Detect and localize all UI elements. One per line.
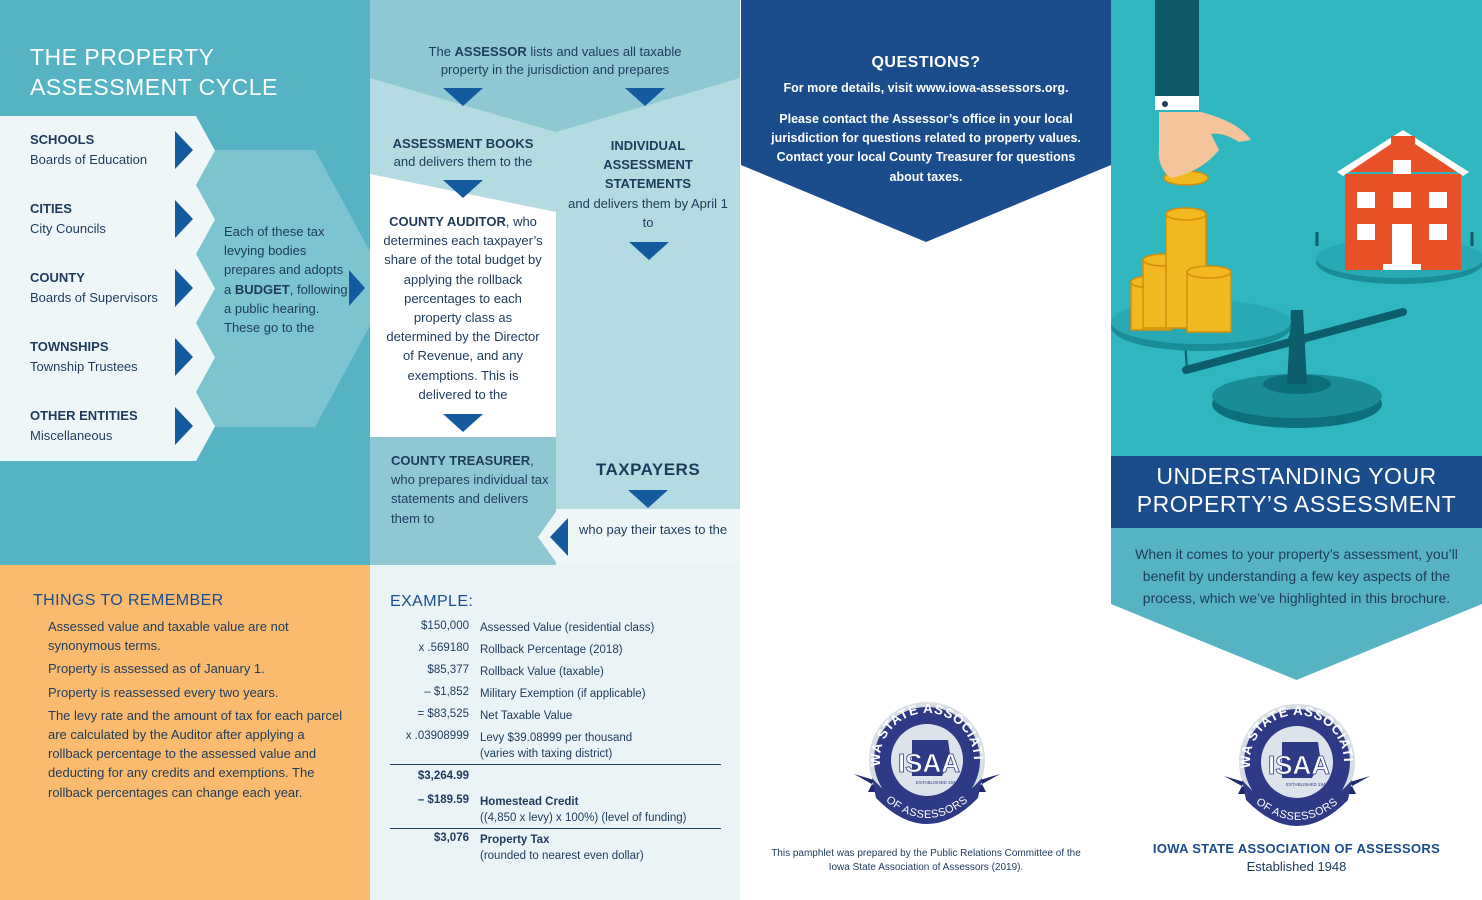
county-treasurer-text: COUNTY TREASURER, who prepares individua… xyxy=(391,453,549,526)
county-auditor-box xyxy=(370,174,556,437)
organization-established: Established 1948 xyxy=(1246,859,1347,874)
questions-contact: Please contact the Assessor’s office in … xyxy=(771,112,1081,184)
isaa-logo: IOWA STATE ASSOCIATION ISAA ESTABLISHED … xyxy=(1222,702,1370,826)
budget-text: Each of these tax levying bodies prepare… xyxy=(224,224,348,336)
svg-text:ISAA: ISAA xyxy=(898,748,960,778)
things-to-remember-list: Assessed value and taxable value are not… xyxy=(48,617,348,806)
pamphlet-credit: This pamphlet was prepared by the Public… xyxy=(771,848,1081,873)
scale-house-coins-illustration xyxy=(1111,0,1482,428)
organization-name: IOWA STATE ASSOCIATION OF ASSESSORS xyxy=(1152,841,1441,856)
entity-schools: SCHOOLS Boards of Education xyxy=(0,116,215,185)
example-amount: x .03908999 xyxy=(405,730,469,742)
svg-text:ESTABLISHED 1948: ESTABLISHED 1948 xyxy=(1286,782,1328,787)
cover-intro: When it comes to your property’s assessm… xyxy=(1135,546,1458,606)
entity-body: Boards of Supervisors xyxy=(30,290,158,305)
example-amount: – $189.59 xyxy=(417,794,469,806)
cycle-title: THE PROPERTY ASSESSMENT CYCLE xyxy=(30,44,278,100)
entity-name: OTHER ENTITIES xyxy=(30,408,138,423)
example-amount: – $1,852 xyxy=(424,686,469,698)
entity-body: City Councils xyxy=(30,221,106,236)
entity-name: SCHOOLS xyxy=(30,132,95,147)
example-description: Military Exemption (if applicable) xyxy=(480,688,646,700)
entity-other: OTHER ENTITIES Miscellaneous xyxy=(0,392,215,461)
example-panel xyxy=(370,565,740,900)
list-item: Property is assessed as of January 1. xyxy=(48,661,265,677)
county-auditor-text: COUNTY AUDITOR, who determines each taxp… xyxy=(383,214,543,402)
example-description: Levy $39.08999 per thousand(varies with … xyxy=(480,732,633,760)
example-description: Property Tax(rounded to nearest even dol… xyxy=(480,834,644,862)
example-amount: = $83,525 xyxy=(417,708,469,720)
example-description: Homestead Credit((4,850 x levy) x 100%) … xyxy=(480,796,687,824)
example-description: Assessed Value (residential class) xyxy=(480,622,655,634)
entity-townships: TOWNSHIPS Township Trustees xyxy=(0,323,215,392)
entity-cities: CITIES City Councils xyxy=(0,185,215,254)
questions-details: For more details, visit www.iowa-assesso… xyxy=(783,81,1069,95)
entity-body: Township Trustees xyxy=(30,359,138,374)
example-description: Rollback Value (taxable) xyxy=(480,666,604,678)
things-to-remember-panel xyxy=(0,565,370,900)
example-total-amount: $3,076 xyxy=(433,832,469,844)
cover-title: UNDERSTANDING YOUR PROPERTY’S ASSESSMENT xyxy=(1136,463,1457,517)
svg-text:ESTABLISHED 1948: ESTABLISHED 1948 xyxy=(916,780,958,785)
cover-title-band xyxy=(1111,456,1482,528)
divider xyxy=(390,828,721,829)
entity-body: Miscellaneous xyxy=(30,428,113,443)
assessment-books-body: and delivers them to the xyxy=(393,154,533,169)
entity-name: CITIES xyxy=(30,201,72,216)
example-subtotal: $3,264.99 xyxy=(417,770,469,782)
divider xyxy=(390,764,721,765)
entity-name: TOWNSHIPS xyxy=(30,339,109,354)
taxpayers-label: TAXPAYERS xyxy=(595,460,701,479)
example-amount: x .569180 xyxy=(418,642,469,654)
example-title: EXAMPLE: xyxy=(390,593,474,610)
pay-taxes-box xyxy=(556,509,740,565)
example-description: Rollback Percentage (2018) xyxy=(480,644,623,656)
questions-title: QUESTIONS? xyxy=(871,54,981,71)
entity-name: COUNTY xyxy=(30,270,85,285)
assessment-statements-column xyxy=(556,97,740,437)
list-item: Assessed value and taxable value are not… xyxy=(48,619,289,654)
entity-body: Boards of Education xyxy=(30,152,148,167)
county-treasurer-box xyxy=(370,437,556,565)
example-description: Net Taxable Value xyxy=(480,710,573,722)
isaa-logo: IOWA STATE ASSOCIATION ISAA ESTABLISHED … xyxy=(852,700,1000,824)
entity-county: COUNTY Boards of Supervisors xyxy=(0,254,215,323)
svg-text:ISAA: ISAA xyxy=(1268,750,1330,780)
list-item: Property is reassessed every two years. xyxy=(48,684,279,700)
example-amount: $150,000 xyxy=(421,620,469,632)
pay-taxes-text: who pay their taxes to the xyxy=(579,522,728,537)
assessor-text: The ASSESSOR lists and values all taxabl… xyxy=(428,44,682,77)
list-item: The levy rate and the amount of tax for … xyxy=(48,707,343,800)
example-amount: $85,377 xyxy=(427,664,469,676)
assessment-books-title: ASSESSMENT BOOKS xyxy=(392,136,534,151)
things-to-remember-title: THINGS TO REMEMBER xyxy=(33,592,224,609)
